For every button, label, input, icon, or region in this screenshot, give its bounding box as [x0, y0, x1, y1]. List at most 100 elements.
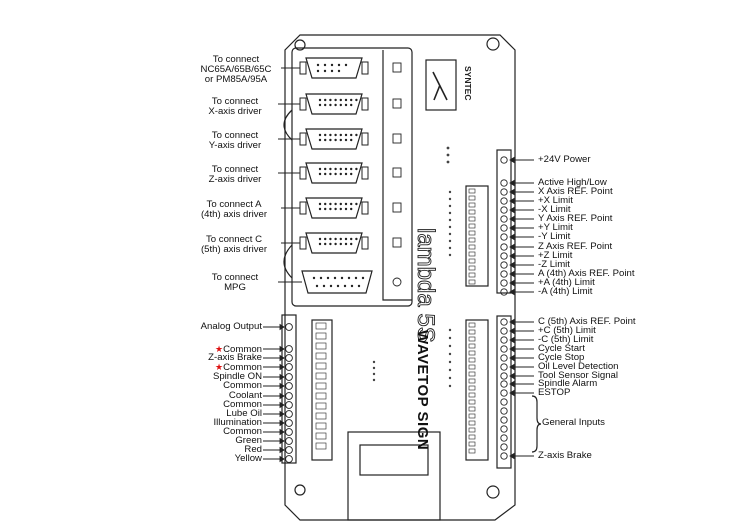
connector-pin — [344, 172, 348, 176]
connector-pin — [344, 98, 348, 102]
connector-pin — [334, 237, 337, 241]
terminal-screw — [500, 288, 508, 296]
terminal-screw — [285, 373, 293, 381]
mount-hole-bottom-right — [486, 485, 500, 499]
connector-pin — [339, 202, 342, 206]
connector-screw — [299, 201, 307, 215]
output-relay — [315, 362, 327, 370]
terminal-label: Common — [223, 426, 262, 437]
connector-shell — [305, 128, 363, 150]
terminal-screw — [500, 363, 508, 371]
terminal-label: +A (4th) Limit — [538, 277, 595, 288]
input-pin — [468, 385, 476, 391]
input-pin — [468, 427, 476, 433]
input-pin — [468, 399, 476, 405]
connector-pin — [330, 69, 334, 73]
connector-screw — [299, 97, 307, 111]
label-line: MPG — [224, 282, 246, 293]
arrow-head — [509, 336, 515, 344]
terminal-screw — [500, 188, 508, 196]
status-led — [448, 204, 452, 208]
arrow-head — [509, 354, 515, 362]
connector-pin — [334, 172, 337, 176]
terminal-screw — [500, 233, 508, 241]
connector-pin — [334, 207, 337, 211]
connector-shell — [305, 57, 363, 79]
dsub-connector — [299, 57, 402, 79]
input-pin — [468, 434, 476, 440]
y-driver-label: To connect Y-axis driver — [190, 131, 280, 151]
terminal-label: Spindle Alarm — [538, 378, 598, 389]
status-led — [448, 368, 452, 372]
arrow-head — [509, 270, 515, 278]
input-pin — [468, 329, 476, 335]
dsub-connector — [299, 162, 402, 184]
connector-pin — [339, 167, 342, 171]
label-line: To connect — [211, 130, 259, 141]
arrow-head — [279, 419, 285, 427]
connector-pin — [339, 172, 342, 176]
connector-shell — [305, 197, 363, 219]
terminal-label: +X Limit — [538, 195, 573, 206]
terminal-screw — [500, 206, 508, 214]
connector-pin — [339, 242, 342, 246]
connector-pin — [324, 202, 327, 206]
terminal-label: -C (5th) Limit — [538, 334, 594, 345]
logo-window — [425, 59, 457, 111]
connector-indicator-icon — [392, 277, 402, 287]
connector-pin — [324, 242, 327, 246]
output-relay — [315, 352, 327, 360]
terminal-screw — [500, 416, 508, 424]
arrow-head — [509, 215, 515, 223]
terminal-screw — [285, 382, 293, 390]
connector-pin — [339, 207, 342, 211]
label-line: NC65A/65B/65C — [200, 64, 272, 75]
terminal-screw — [500, 243, 508, 251]
terminal-screw — [285, 437, 293, 445]
connector-pin — [334, 98, 337, 102]
status-led — [448, 360, 452, 364]
connector-pin — [329, 242, 332, 246]
connector-pin — [344, 138, 348, 142]
label-line: To connect A — [206, 199, 262, 210]
connector-pin — [339, 133, 342, 137]
connector-pin — [344, 103, 348, 107]
terminal-screw — [285, 428, 293, 436]
connector-screw — [361, 61, 369, 75]
label-line: (5th) axis driver — [200, 244, 268, 255]
connector-pin — [318, 237, 322, 241]
connector-pin — [318, 202, 322, 206]
status-led — [448, 239, 452, 243]
arrow-head — [509, 363, 515, 371]
terminal-label: Active High/Low — [538, 177, 607, 188]
left-terminal-block — [281, 314, 297, 464]
output-relay — [315, 322, 327, 330]
connector-pin — [318, 98, 322, 102]
connector-pin — [339, 138, 342, 142]
connector-pin — [339, 98, 342, 102]
terminal-screw — [285, 345, 293, 353]
arrow-head — [509, 206, 515, 214]
connector-pin — [350, 103, 353, 107]
brand-logo: SYNTEC — [463, 66, 473, 100]
connector-pin — [334, 202, 337, 206]
terminal-label: +C (5th) Limit — [538, 325, 596, 336]
terminal-screw — [500, 407, 508, 415]
status-led — [372, 378, 376, 382]
label-line: To connect — [211, 164, 259, 175]
connector-pin — [361, 276, 365, 280]
output-relay — [315, 382, 327, 390]
connector-pin — [337, 69, 341, 73]
connector-pin — [324, 98, 327, 102]
status-led — [446, 153, 450, 157]
connector-pin — [355, 202, 358, 206]
arrow-head — [509, 345, 515, 353]
connector-pin — [324, 138, 327, 142]
terminal-label: Common — [223, 399, 262, 410]
general-inputs-brace — [531, 395, 542, 453]
connector-pin — [315, 284, 319, 288]
connector-pin — [336, 284, 340, 288]
arrow-head — [509, 156, 515, 164]
input-pin — [468, 406, 476, 412]
terminal-label: -Y Limit — [538, 231, 571, 242]
